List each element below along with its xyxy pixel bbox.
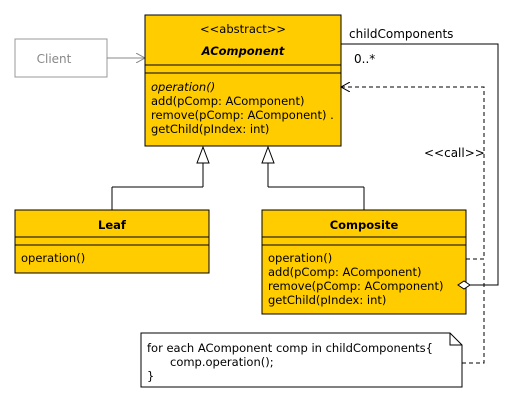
composite-op-getchild: getChild(pIndex: int) <box>268 293 386 307</box>
association-role-label: childComponents <box>349 27 453 41</box>
composite-op-add: add(pComp: AComponent) <box>268 265 421 279</box>
acomponent-op-getchild: getChild(pIndex: int) <box>151 122 269 136</box>
client-box[interactable]: Client <box>14 38 108 78</box>
association-multiplicity: 0..* <box>354 52 375 66</box>
call-label: <<call>> <box>424 146 485 160</box>
composite-op-remove: remove(pComp: AComponent) <box>268 279 443 293</box>
composite-op-operation: operation() <box>268 251 332 265</box>
aggregation-diamond <box>457 280 471 290</box>
call-dependency: <<call>> <box>341 87 485 260</box>
leaf-name: Leaf <box>98 218 127 232</box>
acomponent-op-operation: operation() <box>151 80 215 94</box>
composite-name: Composite <box>330 218 399 232</box>
note-box: for each AComponent comp in childCompone… <box>140 263 485 388</box>
acomponent-stereotype: <<abstract>> <box>200 22 286 36</box>
note-connector <box>462 263 485 364</box>
acomponent-op-remove: remove(pComp: AComponent) . <box>151 108 334 122</box>
generalization-lines <box>111 145 365 210</box>
composite-class[interactable]: Composite operation() add(pComp: ACompon… <box>261 209 467 315</box>
note-line-1: for each AComponent comp in childCompone… <box>147 341 433 355</box>
acomponent-class[interactable]: <<abstract>> AComponent operation() add(… <box>144 14 342 147</box>
note-line-2: comp.operation(); <box>170 355 274 369</box>
leaf-class[interactable]: Leaf operation() <box>14 209 210 274</box>
acomponent-op-add: add(pComp: AComponent) <box>151 94 304 108</box>
note-line-3: } <box>147 369 154 383</box>
acomponent-name: AComponent <box>201 44 285 58</box>
leaf-op-operation: operation() <box>21 251 85 265</box>
client-label: Client <box>37 52 72 66</box>
